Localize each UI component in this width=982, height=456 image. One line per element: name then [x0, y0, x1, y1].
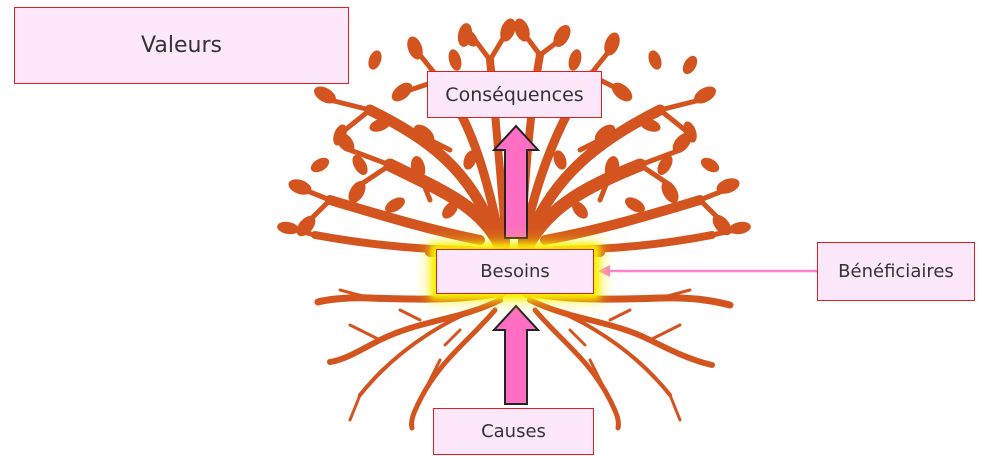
besoins-box: Besoins	[436, 249, 594, 294]
consequences-box: Conséquences	[427, 71, 602, 118]
arrow-beneficiaires-to-besoins	[598, 265, 817, 277]
beneficiaires-label: Bénéficiaires	[838, 261, 954, 282]
arrow-causes-to-besoins	[491, 304, 541, 405]
causes-box: Causes	[433, 408, 594, 455]
valeurs-label: Valeurs	[141, 33, 222, 58]
tree-roots	[314, 288, 734, 431]
causes-label: Causes	[481, 421, 546, 442]
arrow-besoins-to-consequences	[491, 124, 541, 239]
valeurs-box: Valeurs	[14, 7, 349, 84]
consequences-label: Conséquences	[445, 83, 584, 106]
beneficiaires-box: Bénéficiaires	[817, 242, 975, 301]
besoins-label: Besoins	[480, 261, 550, 282]
